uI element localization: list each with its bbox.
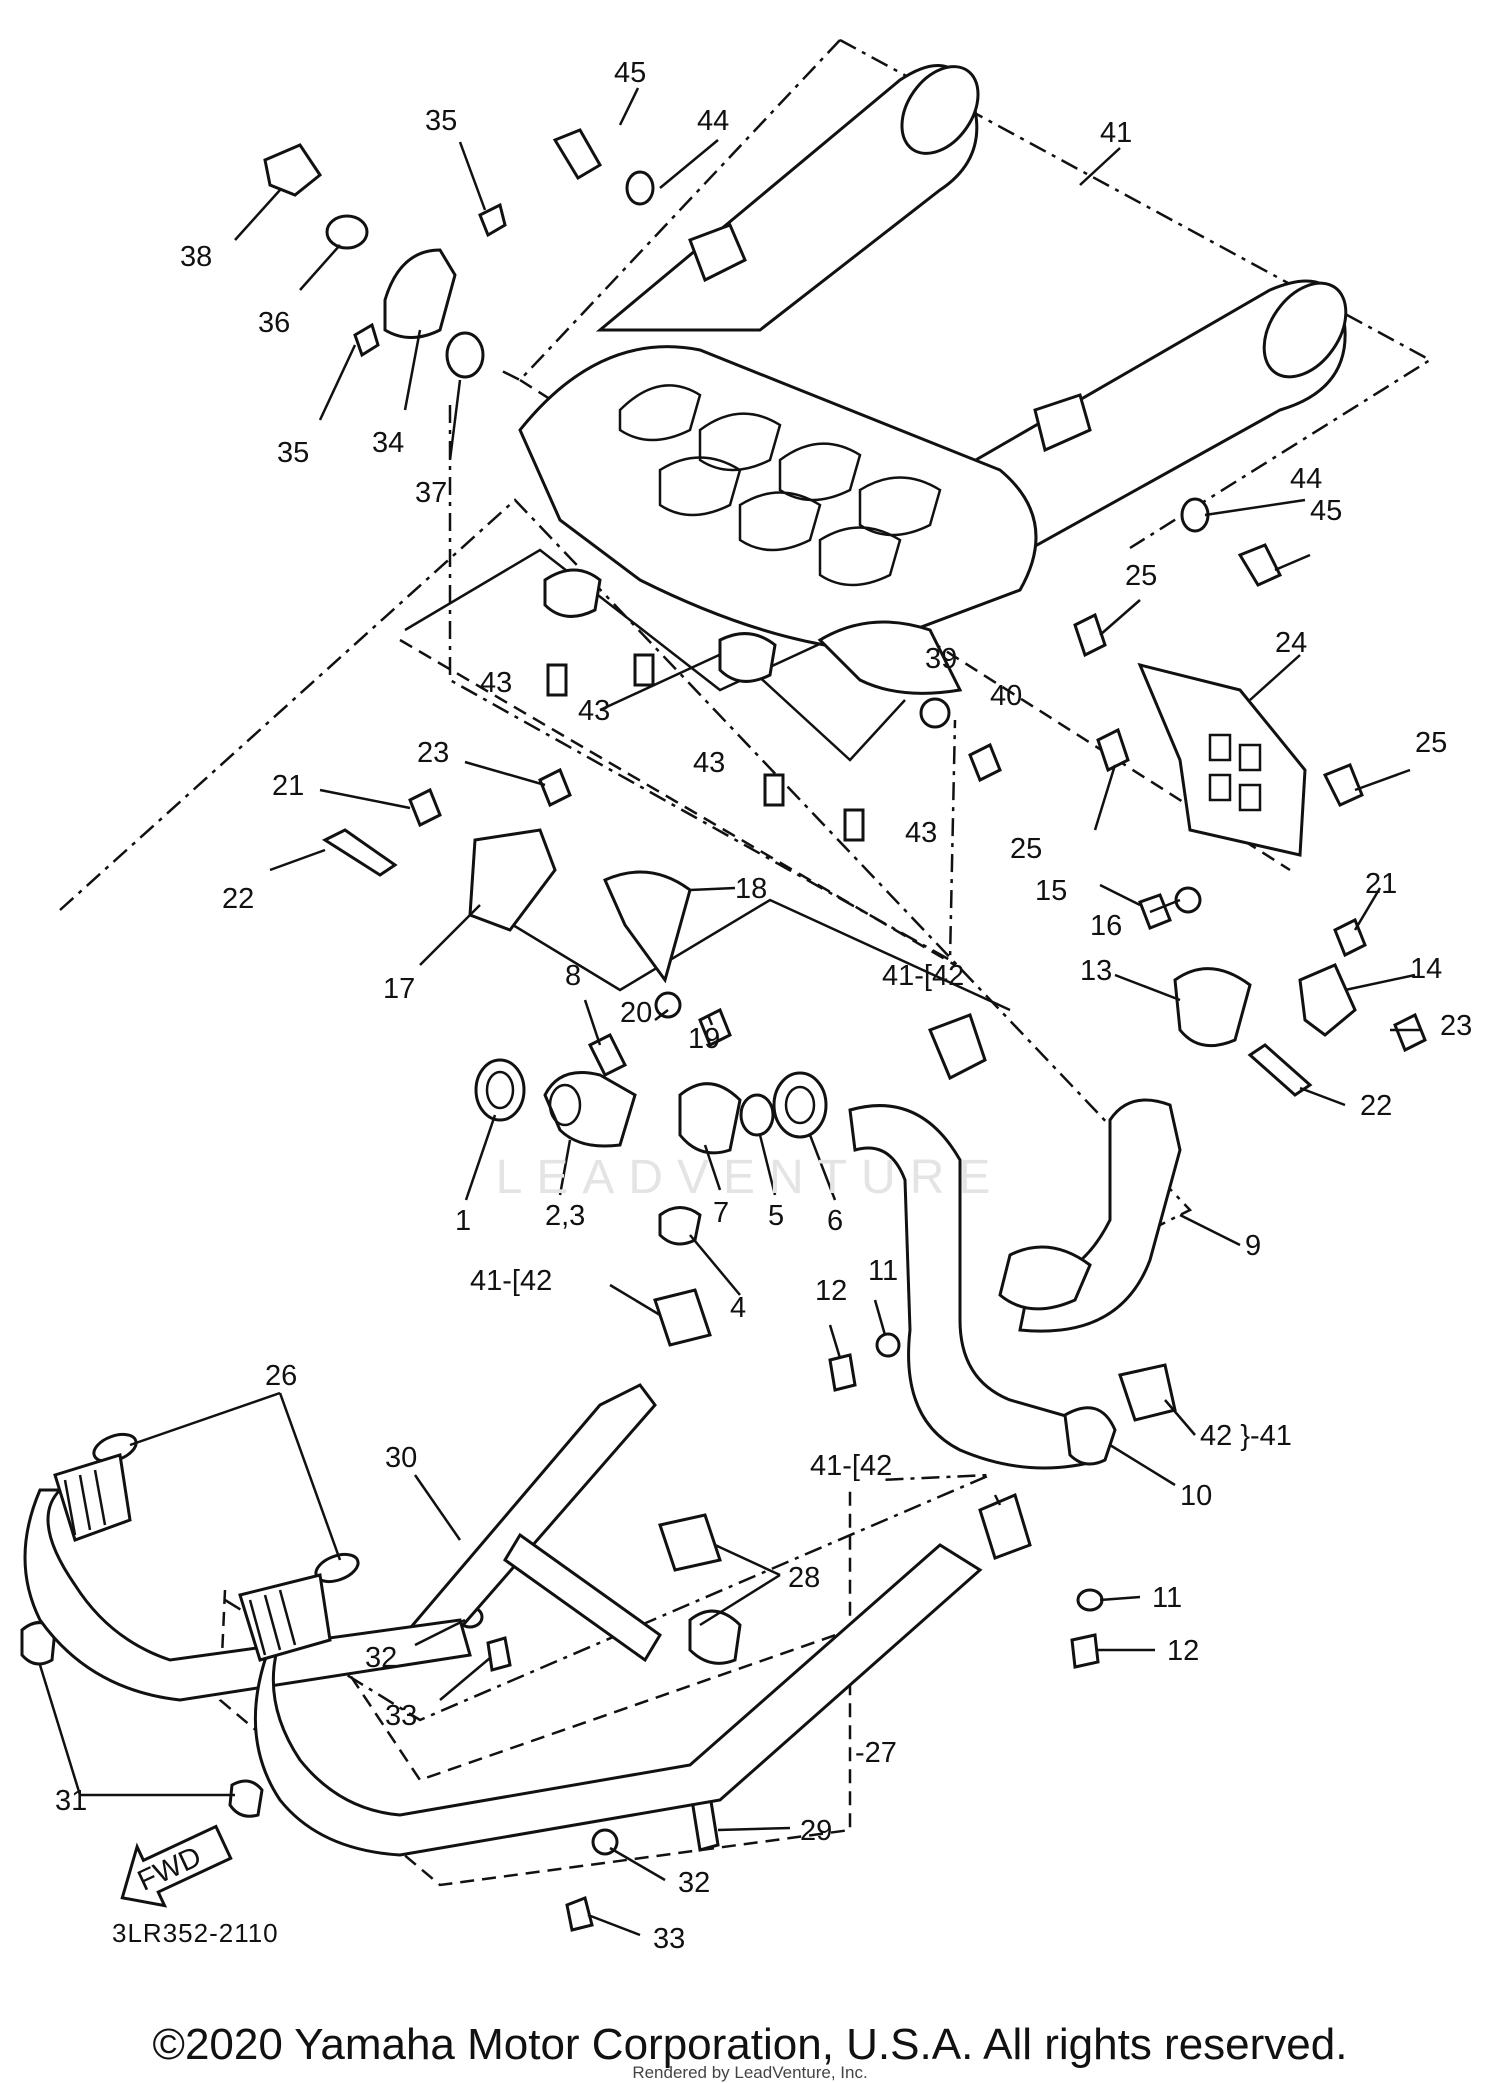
rendered-by-note: Rendered by LeadVenture, Inc. (632, 2063, 868, 2082)
callout-45: 45 (614, 57, 646, 89)
callout-31: 31 (55, 1785, 87, 1817)
callout-39: 39 (925, 643, 957, 675)
callout-22: 22 (1360, 1090, 1392, 1122)
callout-43: 43 (693, 747, 725, 779)
callout-13: 13 (1080, 955, 1112, 987)
callout-11: 11 (868, 1255, 898, 1287)
callout-41-42: 41-[42 (470, 1265, 552, 1297)
copyright-notice: ©2020 Yamaha Motor Corporation, U.S.A. A… (152, 2020, 1348, 2069)
callout-32: 32 (678, 1867, 710, 1899)
hardware (20, 128, 1427, 1932)
callout-29: 29 (800, 1815, 832, 1847)
callout-5: 5 (768, 1200, 784, 1232)
callout-25: 25 (1010, 833, 1042, 865)
callout-40: 40 (990, 680, 1022, 712)
callout-17: 17 (383, 973, 415, 1005)
callout-12: 12 (1167, 1635, 1199, 1667)
callout-2-3: 2,3 (545, 1200, 585, 1232)
callout-9: 9 (1245, 1230, 1261, 1262)
callout-33: 33 (653, 1923, 685, 1955)
callout-1: 1 (455, 1205, 471, 1237)
callout-14: 14 (1410, 953, 1442, 985)
callout-10: 10 (1180, 1480, 1212, 1512)
callout-33: 33 (385, 1700, 417, 1732)
callout-43: 43 (578, 695, 610, 727)
callout-37: 37 (415, 477, 447, 509)
callout-8: 8 (565, 960, 581, 992)
leader-lines (38, 87, 1420, 1937)
muffler-assembly (518, 64, 1348, 695)
callout-21: 21 (1365, 868, 1397, 900)
callout-6: 6 (827, 1205, 843, 1237)
callout-41-42: 41-[42 (882, 960, 964, 992)
callout-44: 44 (697, 105, 729, 137)
callout-22: 22 (222, 883, 254, 915)
callout-38: 38 (180, 241, 212, 273)
callout-41-42: 41-[42 (810, 1450, 892, 1482)
exhaust-pipes (23, 1098, 1182, 1857)
callout-44: 44 (1290, 463, 1322, 495)
callout-45: 45 (1310, 495, 1342, 527)
callout-labels: 45 44 35 41 38 36 35 34 37 44 45 25 24 4… (55, 57, 1472, 1955)
callout-16: 16 (1090, 910, 1122, 942)
callout-27: -27 (855, 1737, 897, 1769)
callout-26: 26 (265, 1360, 297, 1392)
callout-18: 18 (735, 873, 767, 905)
callout-43: 43 (905, 817, 937, 849)
callout-43: 43 (480, 667, 512, 699)
callout-23: 23 (1440, 1010, 1472, 1042)
callout-25: 25 (1125, 560, 1157, 592)
callout-24: 24 (1275, 627, 1307, 659)
callout-4: 4 (730, 1292, 746, 1324)
callout-11: 11 (1152, 1582, 1182, 1614)
callout-41: 41 (1100, 117, 1132, 149)
callout-20: 20 (620, 997, 652, 1029)
callout-28: 28 (788, 1562, 820, 1594)
callout-12: 12 (815, 1275, 847, 1307)
callout-25: 25 (1415, 727, 1447, 759)
callout-36: 36 (258, 307, 290, 339)
callout-30: 30 (385, 1442, 417, 1474)
callout-19: 19 (688, 1023, 720, 1055)
diagram-code: 3LR352-2110 (112, 1918, 279, 1948)
callout-35: 35 (425, 105, 457, 137)
callout-35: 35 (277, 437, 309, 469)
fwd-arrow: FWD (120, 1824, 233, 1908)
callout-15: 15 (1035, 875, 1067, 907)
callout-32: 32 (365, 1642, 397, 1674)
callout-34: 34 (372, 427, 404, 459)
watermark: LEADVENTURE (495, 1151, 1005, 1204)
callout-42-41: 42 }-41 (1200, 1420, 1292, 1452)
heat-shield-slots (1208, 733, 1262, 812)
callout-21: 21 (272, 770, 304, 802)
callout-7: 7 (713, 1197, 729, 1229)
callout-23: 23 (417, 737, 449, 769)
